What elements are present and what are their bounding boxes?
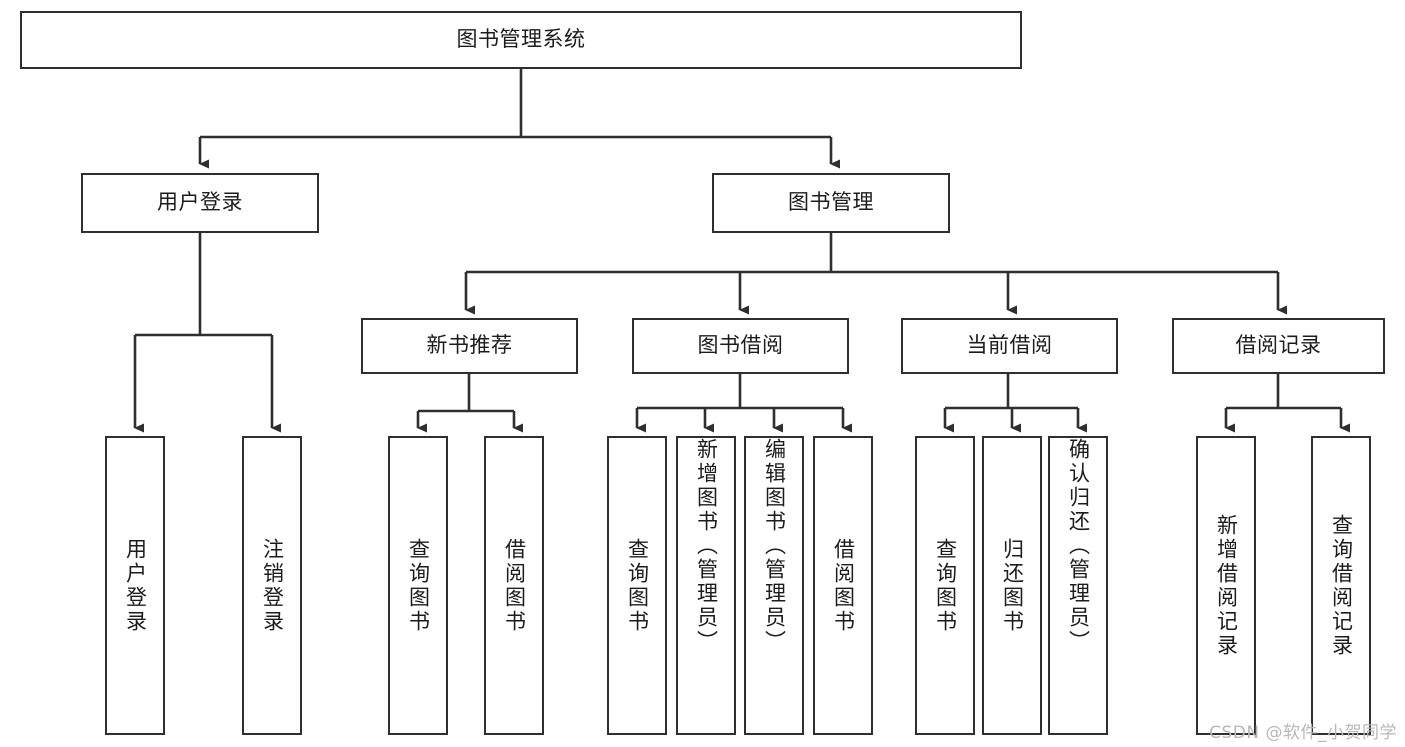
node-leaf-query-record[interactable]: 查询借阅记录 [1311,436,1371,735]
node-root[interactable]: 图书管理系统 [20,11,1022,69]
node-new-book-rec[interactable]: 新书推荐 [361,318,578,374]
node-leaf-user-login[interactable]: 用户登录 [105,436,165,735]
node-leaf-add-book[interactable]: 新增图书（管理员） [676,436,736,735]
node-leaf-query-book-2-label: 查询图书 [625,537,650,634]
node-leaf-return-book[interactable]: 归还图书 [982,436,1042,735]
node-leaf-user-login-label: 用户登录 [123,537,148,634]
node-user-login-label: 用户登录 [157,190,243,215]
node-leaf-logout-label: 注销登录 [260,537,285,634]
node-borrow-record-label: 借阅记录 [1235,333,1322,358]
node-leaf-query-record-label: 查询借阅记录 [1329,513,1354,658]
node-book-borrow-label: 图书借阅 [697,333,784,358]
node-leaf-logout[interactable]: 注销登录 [242,436,302,735]
node-leaf-borrow-book-1[interactable]: 借阅图书 [484,436,544,735]
node-leaf-query-book-1[interactable]: 查询图书 [388,436,448,735]
node-new-book-rec-label: 新书推荐 [426,333,513,358]
node-leaf-confirm-return[interactable]: 确认归还（管理员） [1048,436,1108,735]
node-leaf-return-book-label: 归还图书 [1000,537,1025,634]
node-leaf-borrow-book-2-label: 借阅图书 [831,537,856,634]
node-leaf-borrow-book-1-label: 借阅图书 [502,537,527,634]
node-root-label: 图书管理系统 [456,27,586,52]
node-book-borrow[interactable]: 图书借阅 [632,318,849,374]
node-leaf-add-book-label: 新增图书（管理员） [694,438,719,654]
node-current-borrow[interactable]: 当前借阅 [901,318,1118,374]
node-leaf-query-book-3-label: 查询图书 [933,537,958,634]
node-leaf-edit-book[interactable]: 编辑图书（管理员） [744,436,804,735]
node-book-manage[interactable]: 图书管理 [712,173,950,233]
node-leaf-confirm-return-label: 确认归还（管理员） [1066,438,1091,654]
node-leaf-query-book-1-label: 查询图书 [406,537,431,634]
node-leaf-edit-book-label: 编辑图书（管理员） [762,438,787,654]
node-leaf-query-book-2[interactable]: 查询图书 [607,436,667,735]
node-leaf-add-record-label: 新增借阅记录 [1214,513,1239,658]
csdn-watermark: CSDN @软件_小贺同学 [1209,723,1397,743]
node-borrow-record[interactable]: 借阅记录 [1172,318,1385,374]
node-leaf-borrow-book-2[interactable]: 借阅图书 [813,436,873,735]
node-leaf-add-record[interactable]: 新增借阅记录 [1196,436,1256,735]
node-book-manage-label: 图书管理 [788,190,874,215]
node-current-borrow-label: 当前借阅 [966,333,1053,358]
node-leaf-query-book-3[interactable]: 查询图书 [915,436,975,735]
node-user-login[interactable]: 用户登录 [81,173,319,233]
